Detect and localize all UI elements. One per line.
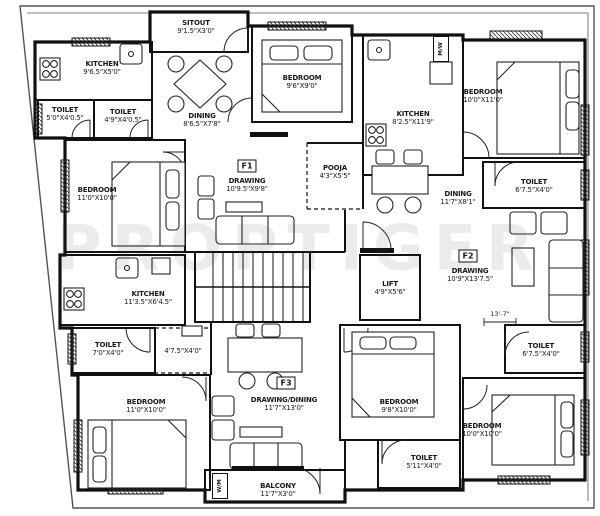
sofa-icon [211, 395, 303, 470]
sofa-icon [509, 211, 584, 323]
watermark-text: PROPTIGER [56, 211, 544, 285]
bed-icon [351, 331, 435, 418]
microwave-marker: M/W [433, 36, 449, 62]
dimension-note: 13'-7" [490, 310, 510, 318]
bed-icon [111, 161, 186, 247]
bed-icon [491, 394, 575, 466]
sink-icon [119, 43, 143, 65]
flat-badge-f3: F3 [276, 376, 296, 390]
washing-machine-marker: W/M [212, 473, 228, 499]
bed-icon [261, 39, 343, 113]
flat-badge-f1: F1 [237, 159, 257, 173]
bed-icon [496, 61, 580, 155]
furniture [39, 39, 584, 489]
windows [33, 21, 590, 495]
flat-badge-f2: F2 [458, 249, 478, 263]
dining-table-icon [167, 55, 233, 113]
kitchen-shelf-icon [151, 61, 453, 275]
threshold-bands [232, 132, 394, 471]
dimension-line [483, 318, 517, 326]
stove-icon [39, 57, 61, 81]
dining-table-icon [371, 149, 429, 214]
stove-icon [365, 123, 387, 147]
sofa-icon [197, 175, 295, 245]
stove-icon [63, 287, 85, 311]
label-passage-dims: 4'7.5"X4'0" [164, 346, 202, 355]
bed-icon [87, 419, 187, 489]
sink-icon [367, 39, 391, 61]
washbasin-icon [181, 325, 203, 337]
sink-icon [115, 257, 139, 279]
staircase [194, 251, 311, 323]
